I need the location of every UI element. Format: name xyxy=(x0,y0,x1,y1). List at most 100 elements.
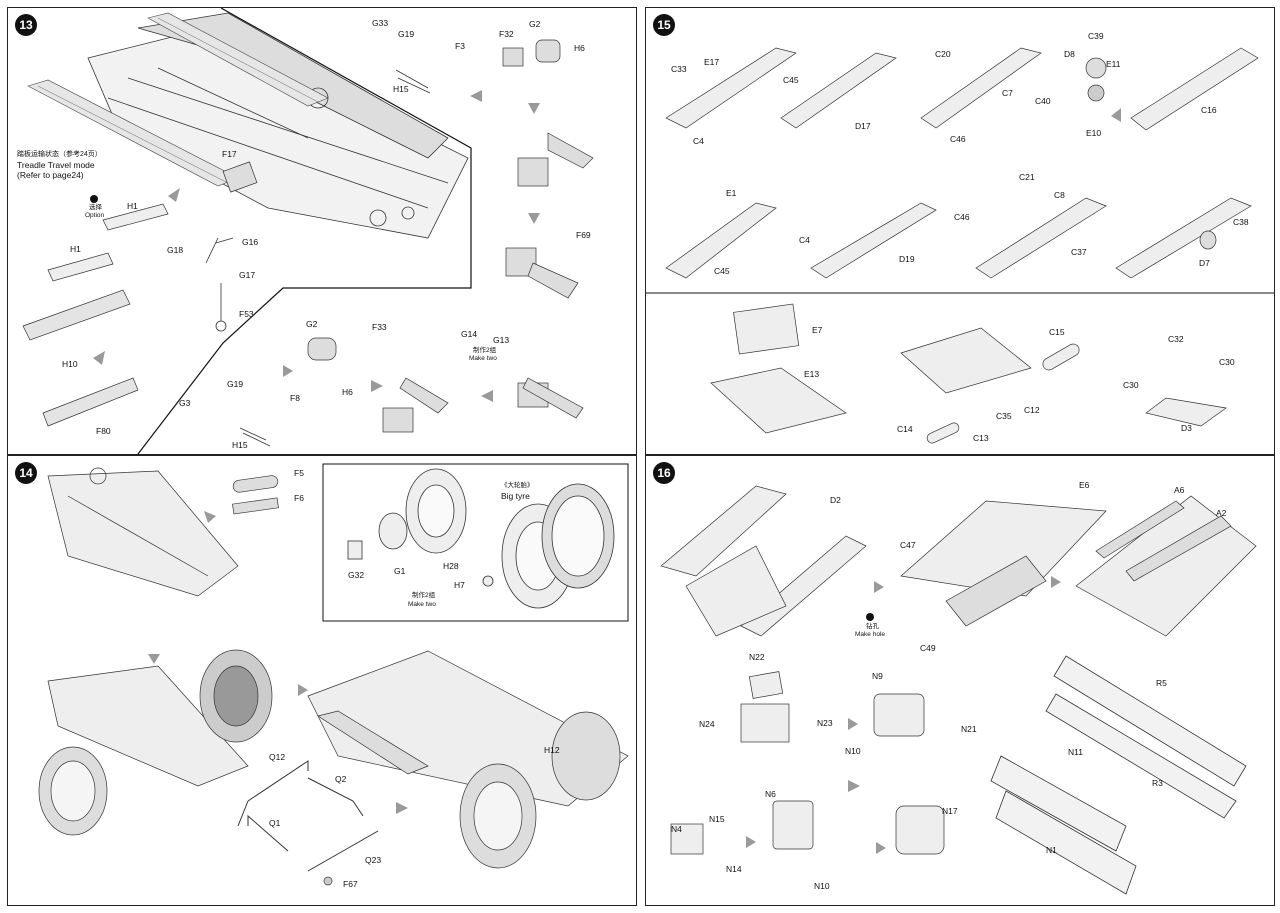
chassis-wheels-left xyxy=(38,649,273,836)
label-h6b: H6 xyxy=(342,387,353,397)
label-g1: G1 xyxy=(394,566,406,576)
step-16-drawing xyxy=(660,485,1257,895)
lever-parts xyxy=(205,69,431,447)
frame-sketches-row3 xyxy=(710,303,1227,444)
part-h1-plates xyxy=(22,203,169,427)
step-15-panel: 15 C33 E17 C45 C4 D17 C20 C7 C46 D8 C39 … xyxy=(645,7,1275,455)
label-h15b: H15 xyxy=(232,440,248,450)
part-f5-f6 xyxy=(232,475,279,515)
label-h6a: H6 xyxy=(574,43,585,53)
label-d7: D7 xyxy=(1199,258,1210,268)
inset-wheel-parts xyxy=(347,468,615,609)
label-d8: D8 xyxy=(1064,49,1075,59)
barrel-parts xyxy=(990,655,1247,895)
label-q23: Q23 xyxy=(365,855,382,865)
label-e6: E6 xyxy=(1079,480,1090,490)
label-c39: C39 xyxy=(1088,31,1104,41)
chassis-left-sketch xyxy=(47,467,239,597)
step-14-inset xyxy=(322,463,629,622)
label-f69: F69 xyxy=(576,230,591,240)
label-q1: Q1 xyxy=(269,818,281,828)
part-f17 xyxy=(222,161,258,193)
treadle-note-cn: 踏板运输状态（参考24页） xyxy=(17,151,102,158)
label-c38: C38 xyxy=(1233,217,1249,227)
label-g33: G33 xyxy=(372,18,389,28)
option-dot-icon xyxy=(90,195,98,203)
label-f6: F6 xyxy=(294,493,304,503)
label-f80: F80 xyxy=(96,426,111,436)
label-r5: R5 xyxy=(1156,678,1167,688)
label-c40: C40 xyxy=(1035,96,1051,106)
label-c47: C47 xyxy=(900,540,916,550)
label-h10: H10 xyxy=(62,359,78,369)
flow-arrows xyxy=(93,90,540,402)
label-n11: N11 xyxy=(1068,747,1083,757)
frame-sketches-row2 xyxy=(665,197,1252,279)
label-n4: N4 xyxy=(671,824,682,834)
label-c14: C14 xyxy=(897,424,913,434)
label-c33: C33 xyxy=(671,64,687,74)
label-e1: E1 xyxy=(726,188,737,198)
label-g17: G17 xyxy=(239,270,256,280)
label-c45b: C45 xyxy=(714,266,730,276)
label-f8: F8 xyxy=(290,393,300,403)
label-g3: G3 xyxy=(179,398,191,408)
label-g14: G14 xyxy=(461,329,478,339)
step-15-drawing xyxy=(646,47,1274,444)
label-c45a: C45 xyxy=(783,75,799,85)
treadle-travel-note: 踏板运输状态（参考24页） Treadle Travel mode (Refer… xyxy=(17,150,102,180)
label-n23: N23 xyxy=(817,718,833,728)
label-q2: Q2 xyxy=(335,774,347,784)
step-14-number: 14 xyxy=(15,462,37,484)
label-h1b: H1 xyxy=(70,244,81,254)
label-n24: N24 xyxy=(699,719,715,729)
label-e17: E17 xyxy=(704,57,720,67)
label-r3: R3 xyxy=(1152,778,1163,788)
treadle-note-line2: (Refer to page24) xyxy=(17,170,84,180)
chassis-wheels-right xyxy=(307,650,629,869)
label-g19b: G19 xyxy=(227,379,244,389)
treadle-note-line1: Treadle Travel mode xyxy=(17,160,95,170)
label-g13: G13 xyxy=(493,335,510,345)
step-14-panel: 14 F5 F6 G32 G1 H28 H7 《大轮胎》 Big tyre 制作… xyxy=(7,455,637,906)
make-hole-cn: 钻孔 xyxy=(866,623,879,630)
step-13-divider xyxy=(137,8,472,454)
label-c35: C35 xyxy=(996,411,1012,421)
big-tyre-en: Big tyre xyxy=(501,491,530,501)
label-c7: C7 xyxy=(1002,88,1013,98)
label-f32: F32 xyxy=(499,29,514,39)
label-c4b: C4 xyxy=(799,235,810,245)
label-q12: Q12 xyxy=(269,752,286,762)
label-n22: N22 xyxy=(749,652,765,662)
label-n21: N21 xyxy=(961,724,977,734)
label-c4a: C4 xyxy=(693,136,704,146)
step-15-number: 15 xyxy=(653,14,675,36)
label-g2a: G2 xyxy=(529,19,541,29)
label-c46a: C46 xyxy=(950,134,966,144)
label-c15: C15 xyxy=(1049,327,1065,337)
make-hole-dot-icon xyxy=(866,613,874,621)
label-c37: C37 xyxy=(1071,247,1087,257)
label-c30b: C30 xyxy=(1123,380,1139,390)
make-hole-en: Make hole xyxy=(855,631,885,638)
label-h28: H28 xyxy=(443,561,459,571)
label-n17: N17 xyxy=(942,806,958,816)
label-c20: C20 xyxy=(935,49,951,59)
make-two-en-14: Make two xyxy=(408,601,436,608)
label-g18: G18 xyxy=(167,245,184,255)
label-f33: F33 xyxy=(372,322,387,332)
label-f3: F3 xyxy=(455,41,465,51)
label-c49: C49 xyxy=(920,643,936,653)
label-h12: H12 xyxy=(544,745,560,755)
label-e13: E13 xyxy=(804,369,820,379)
label-g2b: G2 xyxy=(306,319,318,329)
make-two-cn-13: 制作2组 xyxy=(473,347,497,354)
label-e10: E10 xyxy=(1086,128,1102,138)
label-d2: D2 xyxy=(830,495,841,505)
flow-arrows xyxy=(148,511,408,814)
label-h7: H7 xyxy=(454,580,465,590)
label-h1a: H1 xyxy=(127,201,138,211)
label-g16: G16 xyxy=(242,237,259,247)
carriage-sketches xyxy=(660,485,1257,637)
label-f5: F5 xyxy=(294,468,304,478)
